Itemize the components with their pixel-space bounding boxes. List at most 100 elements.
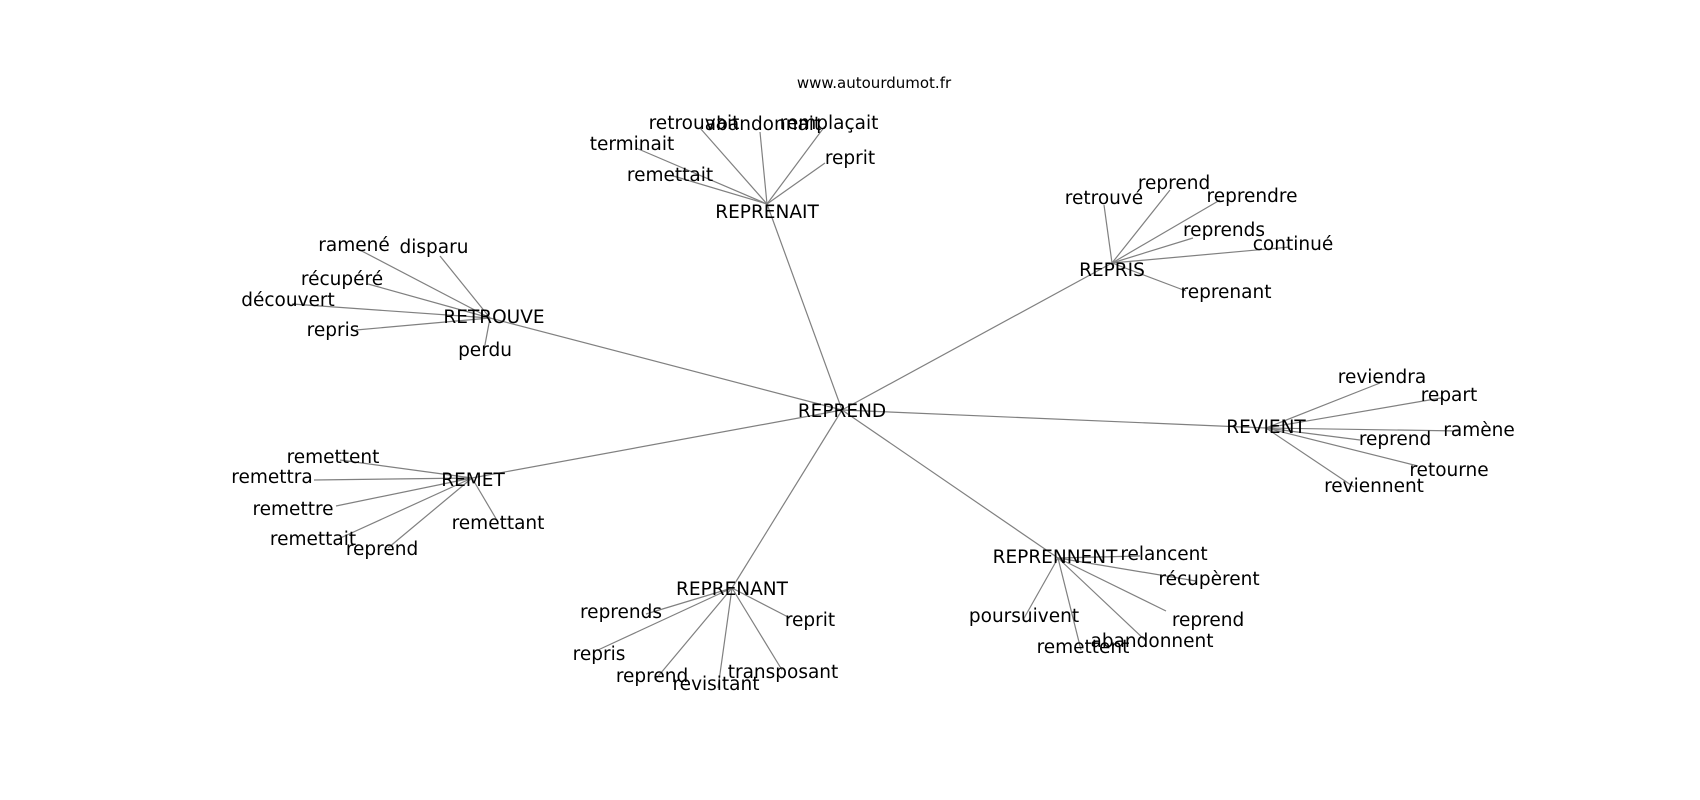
branch-node: REPRENNENT: [993, 547, 1118, 568]
edge-center-to-branch: [489, 317, 843, 411]
edge-branch-to-leaf: [339, 459, 473, 479]
leaf-node: reprend: [1138, 173, 1210, 194]
leaf-node: ramené: [318, 235, 389, 256]
edge-branch-to-leaf: [1022, 557, 1059, 621]
leaf-node: retrouvé: [1065, 188, 1143, 209]
leaf-node: poursuivent: [969, 606, 1079, 627]
edge-branch-to-leaf: [1265, 382, 1381, 429]
edge-branch-to-leaf: [1265, 427, 1461, 432]
edge-branch-to-leaf: [1057, 557, 1147, 642]
leaf-node: retrouvait: [649, 113, 740, 134]
edge-branch-to-leaf: [645, 587, 733, 615]
edge-branch-to-leaf: [1265, 427, 1419, 467]
branch-node: REMET: [441, 470, 505, 491]
leaf-node: reprend: [616, 666, 688, 687]
edge-center-to-branch: [766, 203, 843, 411]
edge-center-to-branch: [731, 409, 843, 589]
leaf-node: reprit: [825, 148, 875, 169]
edge-branch-to-leaf: [483, 317, 491, 351]
leaf-node: transposant: [728, 662, 839, 683]
edge-branch-to-leaf: [597, 587, 733, 651]
leaf-node: relancent: [1120, 544, 1207, 565]
leaf-node: reprenant: [1181, 282, 1272, 303]
leaf-node: remplaçait: [780, 113, 879, 134]
edge-branch-to-leaf: [759, 131, 768, 205]
edge-branch-to-leaf: [1111, 199, 1221, 264]
leaf-node: récupèrent: [1158, 569, 1259, 590]
edge-branch-to-leaf: [699, 127, 768, 205]
labels-layer: REPRENDREPRENAITretrouvaitabandonnaitrem…: [231, 113, 1514, 695]
leaf-node: repris: [573, 644, 626, 665]
leaf-node: reviendra: [1338, 367, 1426, 388]
leaf-node: continué: [1253, 234, 1333, 255]
leaf-node: récupéré: [301, 269, 383, 290]
source-label: www.autourdumot.fr: [797, 74, 952, 92]
branch-node: REPRIS: [1079, 260, 1145, 281]
edge-branch-to-leaf: [439, 255, 491, 319]
edge-branch-to-leaf: [717, 587, 733, 689]
edge-branch-to-leaf: [1057, 555, 1141, 559]
leaf-node: reprendre: [1207, 186, 1298, 207]
branch-node: REPRENANT: [676, 579, 789, 600]
edge-branch-to-leaf: [1265, 397, 1442, 429]
leaf-node: remettra: [231, 467, 312, 488]
leaf-node: disparu: [400, 237, 469, 258]
leaf-node: repart: [1421, 385, 1478, 406]
edge-branch-to-leaf: [291, 303, 491, 319]
center-node: REPREND: [798, 401, 886, 422]
edge-branch-to-leaf: [335, 477, 473, 541]
edge-branch-to-leaf: [1265, 427, 1361, 441]
edge-branch-to-leaf: [471, 477, 499, 523]
leaf-node: reprend: [1172, 610, 1244, 631]
leaf-node: remettant: [452, 513, 545, 534]
edge-branch-to-leaf: [731, 587, 791, 619]
edge-branch-to-leaf: [1111, 246, 1291, 264]
edge-branch-to-leaf: [313, 477, 473, 481]
leaf-node: reprend: [1359, 429, 1431, 450]
edge-center-to-branch: [841, 409, 1267, 429]
leaf-node: reviennent: [1324, 476, 1424, 497]
edge-branch-to-leaf: [1111, 262, 1187, 292]
leaf-node: remettent: [1037, 637, 1130, 658]
edge-branch-to-leaf: [1057, 557, 1082, 651]
edge-branch-to-leaf: [355, 317, 491, 331]
edge-branch-to-leaf: [1103, 204, 1113, 264]
edge-branch-to-leaf: [1057, 557, 1197, 582]
leaf-node: revisitant: [672, 674, 759, 695]
edge-branch-to-leaf: [669, 174, 768, 205]
edge-branch-to-leaf: [635, 147, 768, 205]
edge-branch-to-leaf: [335, 477, 473, 507]
edges-layer: [291, 125, 1461, 689]
leaf-node: remettre: [252, 499, 333, 520]
branch-node: REPRENAIT: [715, 202, 819, 223]
leaf-node: repris: [307, 320, 360, 341]
edge-branch-to-leaf: [1111, 189, 1171, 264]
edge-branch-to-leaf: [1111, 237, 1194, 264]
leaf-node: abandonnent: [1090, 631, 1213, 652]
leaf-node: remettent: [287, 447, 380, 468]
leaf-node: retourne: [1409, 460, 1488, 481]
edge-branch-to-leaf: [1057, 557, 1167, 612]
leaf-node: découvert: [241, 290, 335, 311]
edge-branch-to-leaf: [766, 125, 826, 205]
leaf-node: reprends: [1183, 220, 1265, 241]
edge-center-to-branch: [841, 409, 1059, 559]
edge-branch-to-leaf: [387, 477, 473, 549]
leaf-node: reprends: [580, 602, 662, 623]
edge-branch-to-leaf: [654, 587, 733, 681]
leaf-node: remettait: [270, 529, 356, 550]
edge-branch-to-leaf: [367, 283, 491, 319]
edge-center-to-branch: [841, 262, 1113, 411]
edge-branch-to-leaf: [355, 247, 491, 319]
leaf-node: reprit: [785, 610, 835, 631]
leaf-node: terminait: [590, 134, 675, 155]
leaf-node: ramène: [1443, 420, 1514, 441]
edge-branch-to-leaf: [766, 162, 826, 205]
branch-node: RETROUVE: [443, 307, 544, 328]
edge-branch-to-leaf: [731, 587, 783, 671]
leaf-node: reprend: [346, 539, 418, 560]
leaf-node: abandonnait: [705, 114, 821, 135]
leaf-node: perdu: [458, 340, 512, 361]
edge-center-to-branch: [471, 409, 843, 479]
